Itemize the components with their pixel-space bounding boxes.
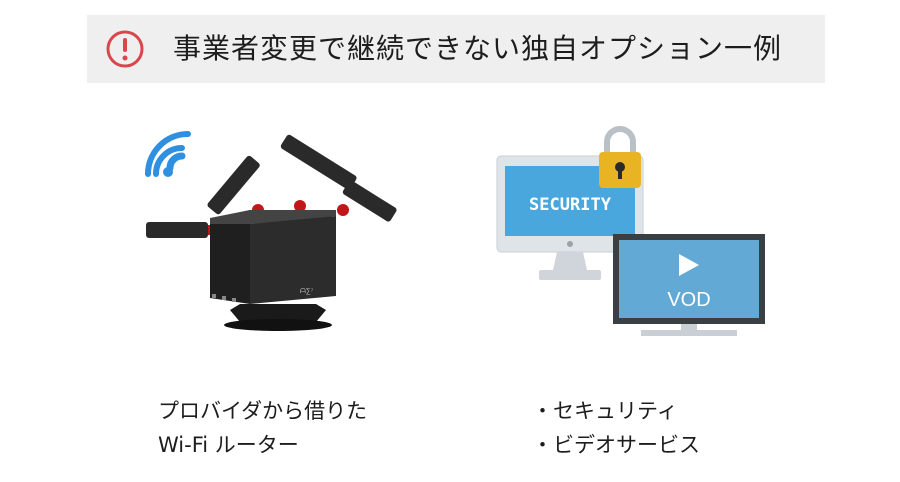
wifi-signal-icon bbox=[145, 131, 191, 177]
service-item-video: ・ビデオサービス bbox=[532, 433, 700, 457]
router-caption: プロバイダから借りた Wi-Fi ルーター bbox=[158, 394, 367, 462]
service-item-security: ・セキュリティ bbox=[532, 399, 678, 423]
wifi-router-icon: ᗩ∑⁷ bbox=[145, 131, 397, 331]
security-vod-icon: SECURITY VOD bbox=[496, 126, 765, 336]
notice-banner: 事業者変更で継続できない独自オプション一例 bbox=[87, 15, 825, 83]
router-caption-line2: Wi-Fi ルーター bbox=[158, 433, 299, 457]
services-caption: ・セキュリティ ・ビデオサービス bbox=[532, 394, 700, 462]
security-label: SECURITY bbox=[529, 195, 612, 215]
vod-label: VOD bbox=[667, 289, 710, 311]
padlock-icon bbox=[599, 126, 641, 188]
banner-title: 事業者変更で継続できない独自オプション一例 bbox=[173, 32, 783, 65]
router-caption-line1: プロバイダから借りた bbox=[158, 399, 368, 423]
svg-text:ᗩ∑⁷: ᗩ∑⁷ bbox=[300, 287, 314, 295]
exclamation-circle-icon bbox=[106, 30, 144, 68]
